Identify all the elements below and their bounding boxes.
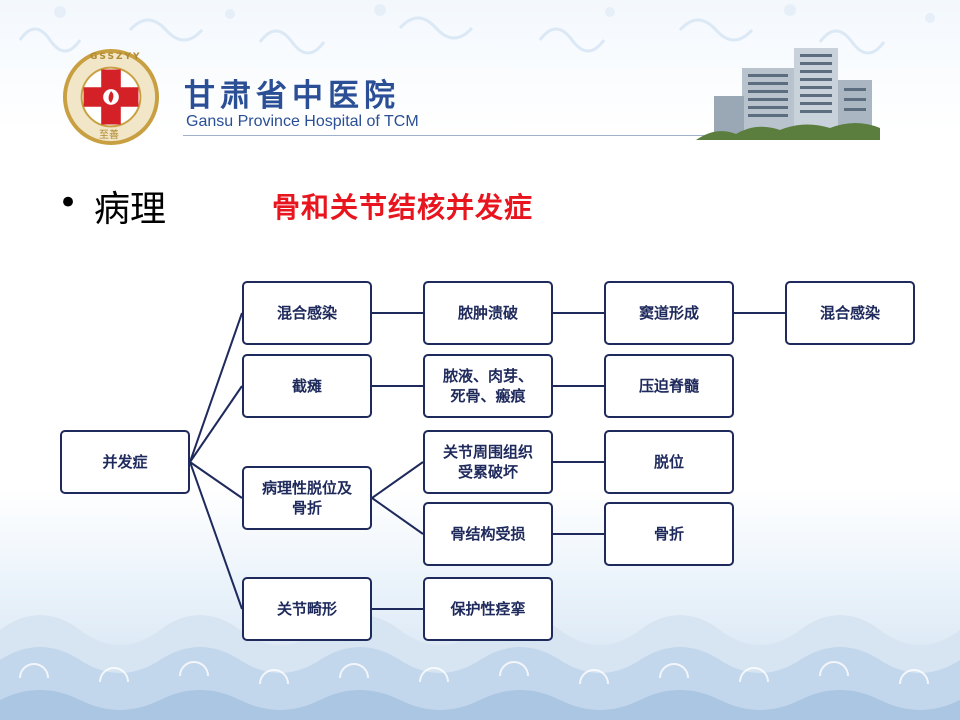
- top-cloud-decoration: [18, 4, 935, 55]
- slide-subtitle: 骨和关节结核并发症: [272, 191, 534, 224]
- connector-root-joint-deformity: [189, 461, 243, 610]
- connector-root-mixed-infection: [189, 312, 243, 463]
- node-label: 关节周围组织 受累破坏: [442, 443, 533, 481]
- node-dislocation: 脱位: [604, 430, 734, 494]
- node-label: 骨折: [653, 525, 684, 543]
- heading-bullet: •: [58, 183, 79, 223]
- hospital-name-chinese: 甘肃省中医院: [184, 78, 400, 114]
- node-label: 保护性痉挛: [450, 600, 526, 618]
- logo-ring-text: GSSZYY: [90, 52, 142, 62]
- connector-root-pathologic-dislocation: [189, 461, 243, 499]
- connector-pathologic-periarticular: [371, 461, 424, 499]
- node-label: 病理性脱位及 骨折: [261, 479, 352, 517]
- slide-heading: 病理: [94, 189, 167, 230]
- hospital-name-english: Gansu Province Hospital of TCM: [186, 113, 419, 130]
- node-bone-damage: 骨结构受损: [423, 502, 553, 566]
- node-label: 窦道形成: [638, 304, 699, 322]
- connector-root-paraplegia: [189, 385, 243, 463]
- node-joint-deformity: 关节畸形: [242, 577, 372, 641]
- node-label: 混合感染: [276, 304, 337, 322]
- node-label: 骨结构受损: [450, 525, 526, 543]
- node-fracture: 骨折: [604, 502, 734, 566]
- logo-bottom-text: 至善: [99, 130, 119, 141]
- node-periarticular-destruction: 关节周围组织 受累破坏: [423, 430, 553, 494]
- hospital-building-image: [696, 48, 880, 140]
- node-label: 脱位: [653, 453, 684, 471]
- bottom-wave-decoration: [0, 615, 960, 720]
- node-spinal-compression: 压迫脊髓: [604, 354, 734, 418]
- node-pathologic-dislocation: 病理性脱位及 骨折: [242, 466, 372, 530]
- node-mixed-infection: 混合感染: [242, 281, 372, 345]
- node-label: 关节畸形: [276, 600, 337, 618]
- node-pus-granulation: 脓液、肉芽、 死骨、瘢痕: [423, 354, 553, 418]
- node-paraplegia: 截瘫: [242, 354, 372, 418]
- node-label: 压迫脊髓: [638, 377, 699, 395]
- node-label: 截瘫: [291, 377, 322, 395]
- node-label: 并发症: [102, 453, 148, 471]
- node-label: 脓液、肉芽、 死骨、瘢痕: [442, 367, 533, 405]
- hospital-logo-icon: [62, 48, 160, 146]
- node-label: 脓肿溃破: [457, 304, 518, 322]
- node-abscess-rupture: 脓肿溃破: [423, 281, 553, 345]
- node-mixed-infection-secondary: 混合感染: [785, 281, 915, 345]
- node-protective-spasm: 保护性痉挛: [423, 577, 553, 641]
- connector-pathologic-bone-damage: [371, 497, 424, 535]
- node-complications-root: 并发症: [60, 430, 190, 494]
- node-label: 混合感染: [819, 304, 880, 322]
- node-sinus-formation: 窦道形成: [604, 281, 734, 345]
- header-divider: [183, 135, 873, 136]
